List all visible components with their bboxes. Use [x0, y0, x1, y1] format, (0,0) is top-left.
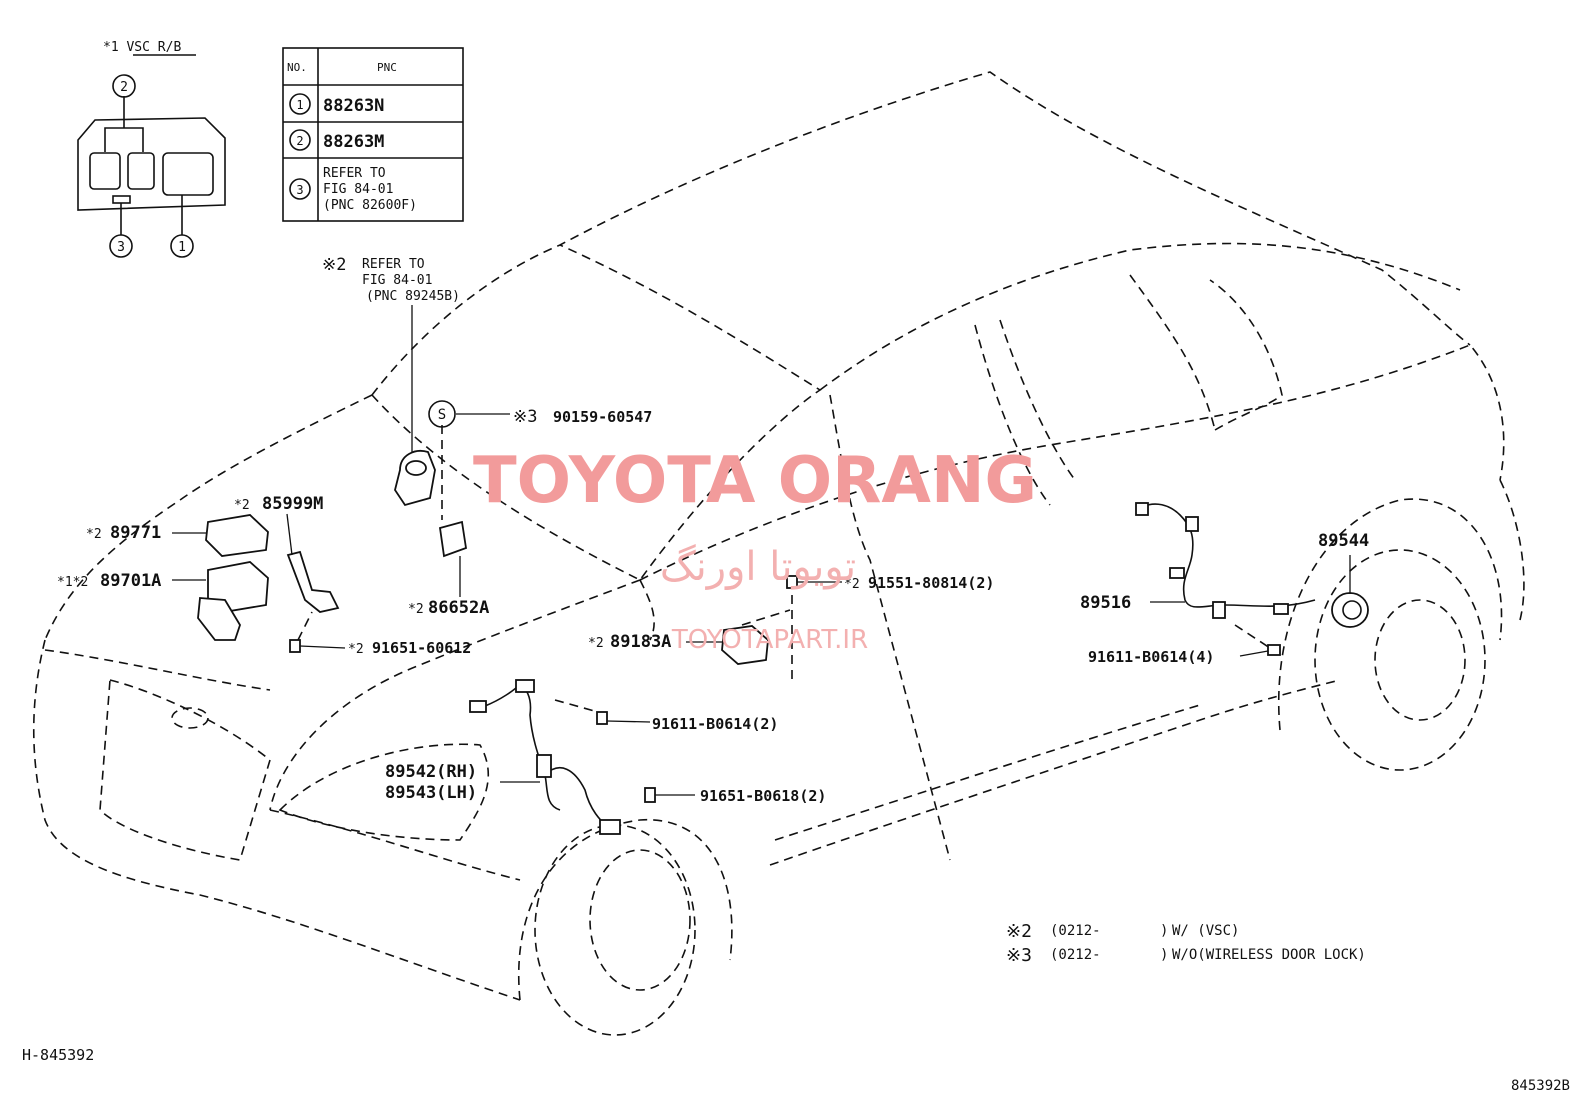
- label-89183a: 89183A: [610, 632, 671, 652]
- svg-text:): ): [1160, 923, 1168, 939]
- pnc-row-2: 88263M: [323, 132, 384, 152]
- svg-text:): ): [1160, 947, 1168, 963]
- bolt-91551-part: [786, 575, 842, 589]
- svg-text:※2: ※2: [1006, 921, 1032, 942]
- footnotes: ※2 (0212- ) W/ (VSC) ※3 (0212- ) W/O(WIR…: [1006, 921, 1366, 966]
- yaw-rate-sensor-part: [394, 450, 436, 507]
- label-89701a: 89701A: [100, 571, 161, 591]
- svg-text:※3: ※3: [513, 407, 537, 427]
- svg-text:1: 1: [296, 98, 303, 112]
- svg-text:(0212-: (0212-: [1050, 947, 1101, 963]
- part-labels: S ※3 90159-60547 *2 85999M *2 89771 *1*2…: [57, 400, 1369, 805]
- pnc-table: NO. PNC 1 88263N 2 88263M 3 REFER TO FIG…: [282, 47, 464, 222]
- pnc-row-1: 88263N: [323, 96, 384, 116]
- svg-text:*2: *2: [844, 577, 860, 592]
- svg-text:*2: *2: [86, 527, 102, 542]
- circle-s: S: [438, 407, 446, 423]
- inset-callout-3: [109, 234, 133, 258]
- code-left: H-845392: [22, 1046, 94, 1064]
- relay-block-89701a-part: [197, 561, 269, 641]
- svg-text:(PNC 89245B): (PNC 89245B): [366, 289, 460, 304]
- front-speed-sensor-part: [469, 679, 695, 835]
- ecu-89183a-part: [721, 595, 793, 680]
- car-outline: [32, 71, 1525, 1036]
- svg-text:*2: *2: [348, 642, 364, 657]
- label-89544: 89544: [1318, 531, 1369, 551]
- inset-title: *1 VSC R/B: [103, 40, 181, 55]
- svg-text:REFER TO: REFER TO: [323, 166, 386, 181]
- svg-text:1: 1: [178, 240, 186, 255]
- svg-text:*2: *2: [234, 498, 250, 513]
- relay-cover-89771-part: [205, 514, 269, 557]
- inset-callout-2: [112, 74, 136, 98]
- svg-text:(PNC 82600F): (PNC 82600F): [323, 198, 417, 213]
- label-86652a: 86652A: [428, 598, 489, 618]
- pnc-header-pnc: PNC: [377, 61, 397, 74]
- label-89771: 89771: [110, 523, 161, 543]
- svg-text:(0212-: (0212-: [1050, 923, 1101, 939]
- vsc-relay-block-inset: *1 VSC R/B 2 3 1: [77, 40, 226, 258]
- label-91651-b0618: 91651-B0618(2): [700, 787, 826, 805]
- inset-callout-1: [170, 234, 194, 258]
- refer-note-89245b: ※2 REFER TO FIG 84-01 (PNC 89245B): [322, 255, 460, 455]
- svg-text:2: 2: [120, 80, 128, 95]
- label-89516: 89516: [1080, 593, 1131, 613]
- watermark-brand: TOYOTA ORANG: [473, 444, 1037, 518]
- svg-text:FIG 84-01: FIG 84-01: [323, 182, 393, 197]
- svg-text:REFER TO: REFER TO: [362, 257, 425, 272]
- label-89543-lh: 89543(LH): [385, 783, 477, 803]
- label-91611-b0614-2: 91611-B0614(2): [652, 715, 778, 733]
- svg-text:*2: *2: [408, 602, 424, 617]
- watermark-site: TOYOTAPART.IR: [671, 625, 868, 655]
- label-89542-rh: 89542(RH): [385, 762, 477, 782]
- label-91611-b0614-4: 91611-B0614(4): [1088, 648, 1214, 666]
- label-85999m: 85999M: [262, 494, 323, 514]
- label-90159-60547: 90159-60547: [553, 408, 652, 426]
- svg-text:3: 3: [117, 240, 125, 255]
- svg-text:※2: ※2: [322, 255, 346, 275]
- svg-text:2: 2: [296, 134, 303, 148]
- bracket-86652a-part: [438, 425, 468, 558]
- label-91651-60612: 91651-60612: [372, 639, 471, 657]
- svg-text:※3: ※3: [1006, 945, 1032, 966]
- pnc-header-no: NO.: [287, 61, 307, 74]
- svg-text:3: 3: [296, 183, 303, 197]
- watermark-brand-fa: تویوتا اورنگ: [660, 544, 856, 590]
- svg-text:*2: *2: [588, 636, 604, 651]
- svg-text:FIG 84-01: FIG 84-01: [362, 273, 432, 288]
- rear-speed-sensor-part: [1135, 502, 1369, 657]
- label-91551-80814: 91551-80814(2): [868, 574, 994, 592]
- watermark: TOYOTA ORANG تویوتا اورنگ TOYOTAPART.IR: [473, 444, 1037, 655]
- svg-text:*1*2: *1*2: [57, 575, 88, 590]
- bolt-91651-60612-part: [289, 611, 346, 653]
- code-right: 845392B: [1511, 1078, 1570, 1094]
- footnote-wireless: W/O(WIRELESS DOOR LOCK): [1172, 947, 1366, 963]
- bracket-85999m-part: [286, 550, 340, 613]
- footnote-vsc: W/ (VSC): [1172, 923, 1239, 939]
